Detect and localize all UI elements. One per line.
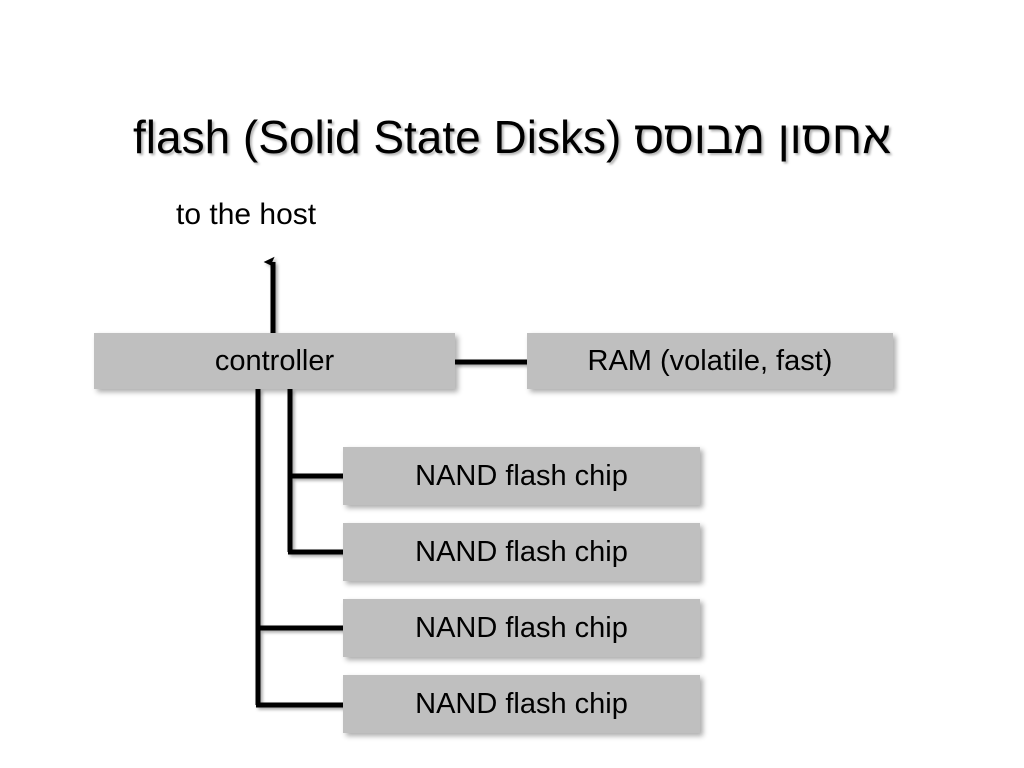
to-the-host-label: to the host (176, 198, 317, 231)
controller-block[interactable]: controller (94, 333, 455, 389)
nand-flash-chip-block[interactable]: NAND flash chip (343, 599, 700, 657)
nand-flash-chip-block[interactable]: NAND flash chip (343, 675, 700, 733)
nand-flash-chip-block[interactable]: NAND flash chip (343, 447, 700, 505)
ram-block[interactable]: RAM (volatile, fast) (527, 333, 893, 389)
nand-flash-chip-block[interactable]: NAND flash chip (343, 523, 700, 581)
page-title: אחסון מבוסס flash (Solid State Disks) (132, 111, 891, 163)
